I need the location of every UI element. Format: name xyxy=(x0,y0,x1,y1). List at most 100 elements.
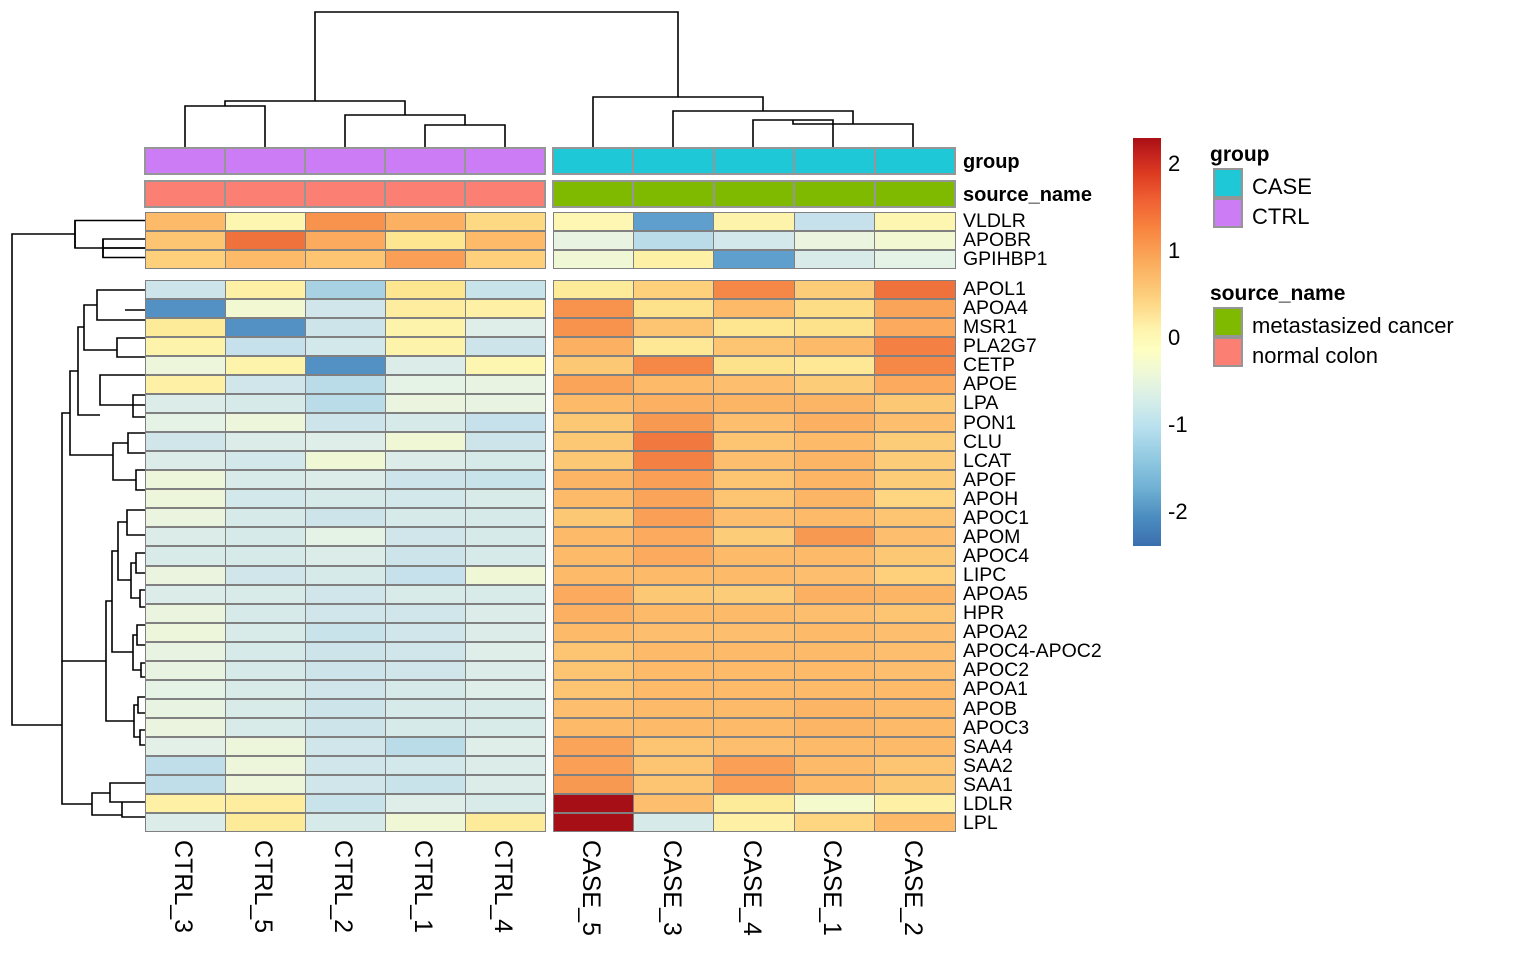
heatmap-cell[interactable] xyxy=(713,279,795,299)
heatmap-cell[interactable] xyxy=(304,412,386,433)
heatmap-cell[interactable] xyxy=(874,641,956,661)
heatmap-cell[interactable] xyxy=(224,718,306,738)
heatmap-cell[interactable] xyxy=(464,641,546,661)
heatmap-cell[interactable] xyxy=(874,775,956,795)
heatmap-cell[interactable] xyxy=(384,412,466,433)
heatmap-cell[interactable] xyxy=(632,775,715,795)
heatmap-cell[interactable] xyxy=(384,527,466,547)
legend-swatch-case[interactable] xyxy=(1213,168,1243,198)
heatmap-cell[interactable] xyxy=(552,775,634,795)
heatmap-cell[interactable] xyxy=(304,393,386,413)
heatmap-cell[interactable] xyxy=(552,355,634,375)
heatmap-cell[interactable] xyxy=(552,317,634,337)
heatmap-cell[interactable] xyxy=(874,794,956,814)
heatmap-cell[interactable] xyxy=(464,489,546,509)
heatmap-cell[interactable] xyxy=(713,641,795,661)
heatmap-cell[interactable] xyxy=(144,718,226,738)
heatmap-cell[interactable] xyxy=(224,813,306,833)
heatmap-cell[interactable] xyxy=(713,737,795,757)
heatmap-cell[interactable] xyxy=(144,699,226,719)
heatmap-cell[interactable] xyxy=(144,249,226,269)
heatmap-cell[interactable] xyxy=(304,660,386,680)
heatmap-cell[interactable] xyxy=(144,374,226,394)
heatmap-cell[interactable] xyxy=(874,470,956,490)
heatmap-cell[interactable] xyxy=(552,298,634,318)
heatmap-cell[interactable] xyxy=(632,565,715,585)
heatmap-cell[interactable] xyxy=(144,230,226,250)
heatmap-cell[interactable] xyxy=(304,317,386,337)
heatmap-cell[interactable] xyxy=(304,641,386,661)
heatmap-cell[interactable] xyxy=(632,660,715,680)
heatmap-cell[interactable] xyxy=(144,775,226,795)
heatmap-cell[interactable] xyxy=(713,317,795,337)
heatmap-cell[interactable] xyxy=(224,298,306,318)
heatmap-cell[interactable] xyxy=(464,393,546,413)
heatmap-cell[interactable] xyxy=(304,584,386,604)
heatmap-cell[interactable] xyxy=(632,527,715,547)
heatmap-cell[interactable] xyxy=(713,336,795,356)
heatmap-cell[interactable] xyxy=(224,470,306,490)
heatmap-cell[interactable] xyxy=(384,699,466,719)
heatmap-cell[interactable] xyxy=(224,393,306,413)
heatmap-cell[interactable] xyxy=(464,470,546,490)
heatmap-cell[interactable] xyxy=(552,211,634,231)
heatmap-cell[interactable] xyxy=(304,775,386,795)
heatmap-cell[interactable] xyxy=(304,527,386,547)
legend-swatch-ctrl[interactable] xyxy=(1213,198,1243,228)
heatmap-cell[interactable] xyxy=(144,546,226,566)
heatmap-cell[interactable] xyxy=(552,546,634,566)
heatmap-cell[interactable] xyxy=(304,737,386,757)
heatmap-cell[interactable] xyxy=(874,718,956,738)
heatmap-cell[interactable] xyxy=(144,565,226,585)
heatmap-cell[interactable] xyxy=(874,508,956,528)
heatmap-cell[interactable] xyxy=(632,317,715,337)
heatmap-cell[interactable] xyxy=(304,298,386,318)
heatmap-cell[interactable] xyxy=(144,412,226,433)
heatmap-cell[interactable] xyxy=(552,756,634,776)
heatmap-cell[interactable] xyxy=(632,641,715,661)
heatmap-cell[interactable] xyxy=(304,230,386,250)
heatmap-cell[interactable] xyxy=(144,603,226,623)
heatmap-cell[interactable] xyxy=(384,565,466,585)
heatmap-cell[interactable] xyxy=(224,432,306,452)
heatmap-cell[interactable] xyxy=(632,718,715,738)
heatmap-cell[interactable] xyxy=(874,336,956,356)
heatmap-cell[interactable] xyxy=(713,813,795,833)
heatmap-cell[interactable] xyxy=(874,527,956,547)
heatmap-cell[interactable] xyxy=(713,660,795,680)
heatmap-cell[interactable] xyxy=(464,603,546,623)
heatmap-cell[interactable] xyxy=(713,211,795,231)
heatmap-cell[interactable] xyxy=(713,355,795,375)
heatmap-cell[interactable] xyxy=(793,584,876,604)
heatmap-cell[interactable] xyxy=(874,546,956,566)
heatmap-cell[interactable] xyxy=(384,451,466,471)
heatmap-cell[interactable] xyxy=(464,451,546,471)
heatmap-cell[interactable] xyxy=(224,622,306,642)
heatmap-cell[interactable] xyxy=(552,584,634,604)
heatmap-cell[interactable] xyxy=(793,622,876,642)
heatmap-cell[interactable] xyxy=(464,211,546,231)
heatmap-cell[interactable] xyxy=(793,432,876,452)
annotation-cell-source-name[interactable] xyxy=(873,180,957,208)
heatmap-cell[interactable] xyxy=(304,432,386,452)
annotation-cell-source-name[interactable] xyxy=(632,180,715,208)
heatmap-cell[interactable] xyxy=(793,355,876,375)
heatmap-cell[interactable] xyxy=(144,317,226,337)
heatmap-cell[interactable] xyxy=(224,230,306,250)
heatmap-cell[interactable] xyxy=(713,470,795,490)
annotation-cell-group[interactable] xyxy=(632,147,715,175)
heatmap-cell[interactable] xyxy=(464,336,546,356)
heatmap-cell[interactable] xyxy=(713,622,795,642)
heatmap-cell[interactable] xyxy=(304,813,386,833)
heatmap-cell[interactable] xyxy=(793,546,876,566)
heatmap-cell[interactable] xyxy=(713,374,795,394)
heatmap-cell[interactable] xyxy=(713,718,795,738)
heatmap-cell[interactable] xyxy=(304,699,386,719)
heatmap-cell[interactable] xyxy=(304,336,386,356)
heatmap-cell[interactable] xyxy=(713,775,795,795)
heatmap-cell[interactable] xyxy=(144,641,226,661)
heatmap-cell[interactable] xyxy=(304,470,386,490)
heatmap-cell[interactable] xyxy=(304,489,386,509)
heatmap-cell[interactable] xyxy=(144,432,226,452)
heatmap-cell[interactable] xyxy=(552,737,634,757)
